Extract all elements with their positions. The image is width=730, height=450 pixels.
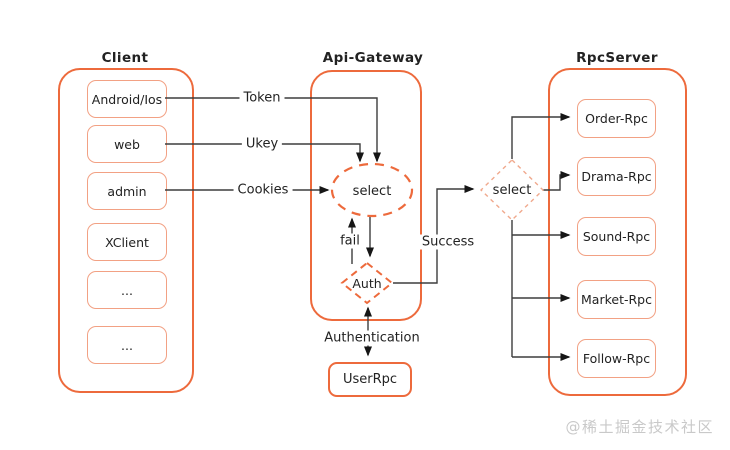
rpc-box-market: Market-Rpc [577,280,656,319]
rpc-box-sound: Sound-Rpc [577,217,656,256]
fail-label: fail [336,233,364,249]
client-box-admin: admin [87,172,167,210]
watermark: @稀土掘金技术社区 [565,418,714,436]
router-select-diamond [479,159,545,221]
client-title: Client [101,50,149,66]
authentication-label: Authentication [320,330,424,346]
client-box-more-1: ... [87,271,167,309]
user-rpc-box: UserRpc [328,362,412,397]
gateway-container [310,70,422,321]
client-box-android-ios: Android/Ios [87,80,167,118]
client-box-web: web [87,125,167,163]
rpc-box-drama: Drama-Rpc [577,157,656,196]
success-label: Success [417,234,479,250]
ukey-label: Ukey [241,136,283,152]
client-box-more-2: ... [87,326,167,364]
rpcserver-title: RpcServer [576,50,658,66]
cookies-label: Cookies [233,182,293,198]
client-box-xclient: XClient [87,223,167,261]
gateway-title: Api-Gateway [322,50,424,66]
router-select-label: select [493,183,532,198]
rpc-box-order: Order-Rpc [577,99,656,138]
token-label: Token [239,90,285,106]
rpc-box-follow: Follow-Rpc [577,339,656,378]
